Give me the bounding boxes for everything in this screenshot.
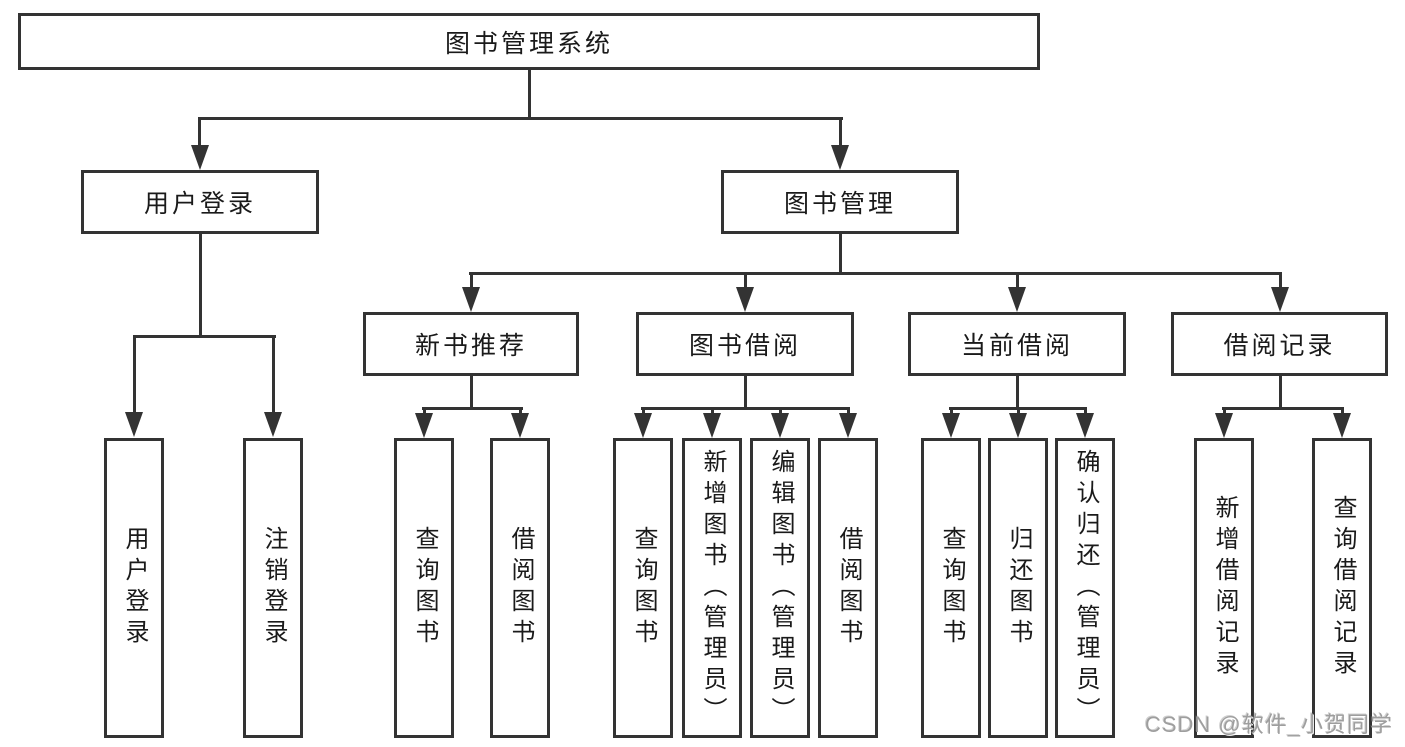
- arrowhead-down-icon: [125, 412, 143, 437]
- node-label: 新增图书（管理员）: [699, 448, 726, 728]
- node-label: 查询图书: [938, 526, 965, 650]
- connector: [423, 407, 426, 416]
- leaf-query-books-1: 查询图书: [394, 438, 454, 738]
- connector: [470, 376, 473, 410]
- node-book-borrow: 图书借阅: [636, 312, 854, 376]
- node-label: 确认归还（管理员）: [1072, 448, 1099, 728]
- arrowhead-down-icon: [415, 413, 433, 438]
- connector: [1016, 272, 1019, 292]
- leaf-user-login: 用户登录: [104, 438, 164, 738]
- node-label: 编辑图书（管理员）: [767, 448, 794, 728]
- connector: [1223, 407, 1226, 416]
- connector: [1279, 376, 1282, 410]
- connector: [641, 407, 850, 410]
- connector: [711, 407, 714, 416]
- arrowhead-down-icon: [839, 413, 857, 438]
- connector: [1341, 407, 1344, 416]
- leaf-borrow-books-2: 借阅图书: [818, 438, 878, 738]
- connector: [1279, 272, 1282, 292]
- leaf-add-borrow-record: 新增借阅记录: [1194, 438, 1254, 738]
- connector: [839, 233, 842, 275]
- connector: [779, 407, 782, 416]
- node-user-login: 用户登录: [81, 170, 319, 234]
- arrowhead-down-icon: [1076, 413, 1094, 438]
- node-current-borrow: 当前借阅: [908, 312, 1126, 376]
- node-label: 用户登录: [143, 190, 256, 218]
- connector: [847, 407, 850, 416]
- arrowhead-down-icon: [191, 145, 209, 170]
- arrowhead-down-icon: [511, 413, 529, 438]
- node-borrow-records: 借阅记录: [1171, 312, 1388, 376]
- leaf-query-borrow-record: 查询借阅记录: [1312, 438, 1372, 738]
- arrowhead-down-icon: [1009, 413, 1027, 438]
- arrowhead-down-icon: [771, 413, 789, 438]
- leaf-confirm-return-admin: 确认归还（管理员）: [1055, 438, 1115, 738]
- watermark: CSDN @软件_小贺同学: [1144, 712, 1393, 737]
- node-label: 查询借阅记录: [1329, 495, 1356, 681]
- node-label: 新书推荐: [414, 332, 527, 360]
- node-new-book-recommend: 新书推荐: [363, 312, 579, 376]
- node-label: 归还图书: [1005, 526, 1032, 650]
- node-label: 图书借阅: [688, 332, 801, 360]
- node-label: 借阅图书: [835, 526, 862, 650]
- connector: [950, 407, 953, 416]
- connector: [1222, 407, 1344, 410]
- connector: [470, 272, 473, 292]
- node-label: 借阅记录: [1223, 332, 1336, 360]
- arrowhead-down-icon: [1008, 287, 1026, 312]
- arrowhead-down-icon: [831, 145, 849, 170]
- node-label: 查询图书: [411, 526, 438, 650]
- arrowhead-down-icon: [462, 287, 480, 312]
- connector: [744, 272, 747, 292]
- leaf-add-book-admin: 新增图书（管理员）: [682, 438, 742, 738]
- leaf-query-books-3: 查询图书: [921, 438, 981, 738]
- node-library-management-system: 图书管理系统: [18, 13, 1040, 70]
- arrowhead-down-icon: [1215, 413, 1233, 438]
- node-label: 图书管理: [783, 190, 896, 218]
- connector: [198, 117, 201, 150]
- connector: [199, 233, 202, 337]
- leaf-edit-book-admin: 编辑图书（管理员）: [750, 438, 810, 738]
- node-label: 借阅图书: [507, 526, 534, 650]
- connector: [1017, 407, 1020, 416]
- connector: [1016, 376, 1019, 410]
- node-label: 查询图书: [630, 526, 657, 650]
- leaf-query-books-2: 查询图书: [613, 438, 673, 738]
- connector: [519, 407, 522, 416]
- arrowhead-down-icon: [1271, 287, 1289, 312]
- node-label: 用户登录: [121, 526, 148, 650]
- arrowhead-down-icon: [1333, 413, 1351, 438]
- leaf-borrow-books-1: 借阅图书: [490, 438, 550, 738]
- connector: [642, 407, 645, 416]
- connector: [133, 335, 276, 338]
- arrowhead-down-icon: [703, 413, 721, 438]
- arrowhead-down-icon: [942, 413, 960, 438]
- leaf-logout: 注销登录: [243, 438, 303, 738]
- arrowhead-down-icon: [736, 287, 754, 312]
- connector: [744, 376, 747, 410]
- leaf-return-book: 归还图书: [988, 438, 1048, 738]
- connector: [422, 407, 523, 410]
- connector: [1084, 407, 1087, 416]
- connector: [528, 69, 531, 120]
- arrowhead-down-icon: [264, 412, 282, 437]
- node-label: 当前借阅: [960, 332, 1073, 360]
- node-book-management: 图书管理: [721, 170, 959, 234]
- connector: [133, 335, 136, 416]
- arrowhead-down-icon: [634, 413, 652, 438]
- node-label: 新增借阅记录: [1211, 495, 1238, 681]
- connector: [272, 335, 275, 416]
- connector: [839, 117, 842, 150]
- node-label: 图书管理系统: [444, 29, 613, 58]
- connector: [198, 117, 843, 120]
- connector: [469, 272, 1282, 275]
- node-label: 注销登录: [260, 526, 287, 650]
